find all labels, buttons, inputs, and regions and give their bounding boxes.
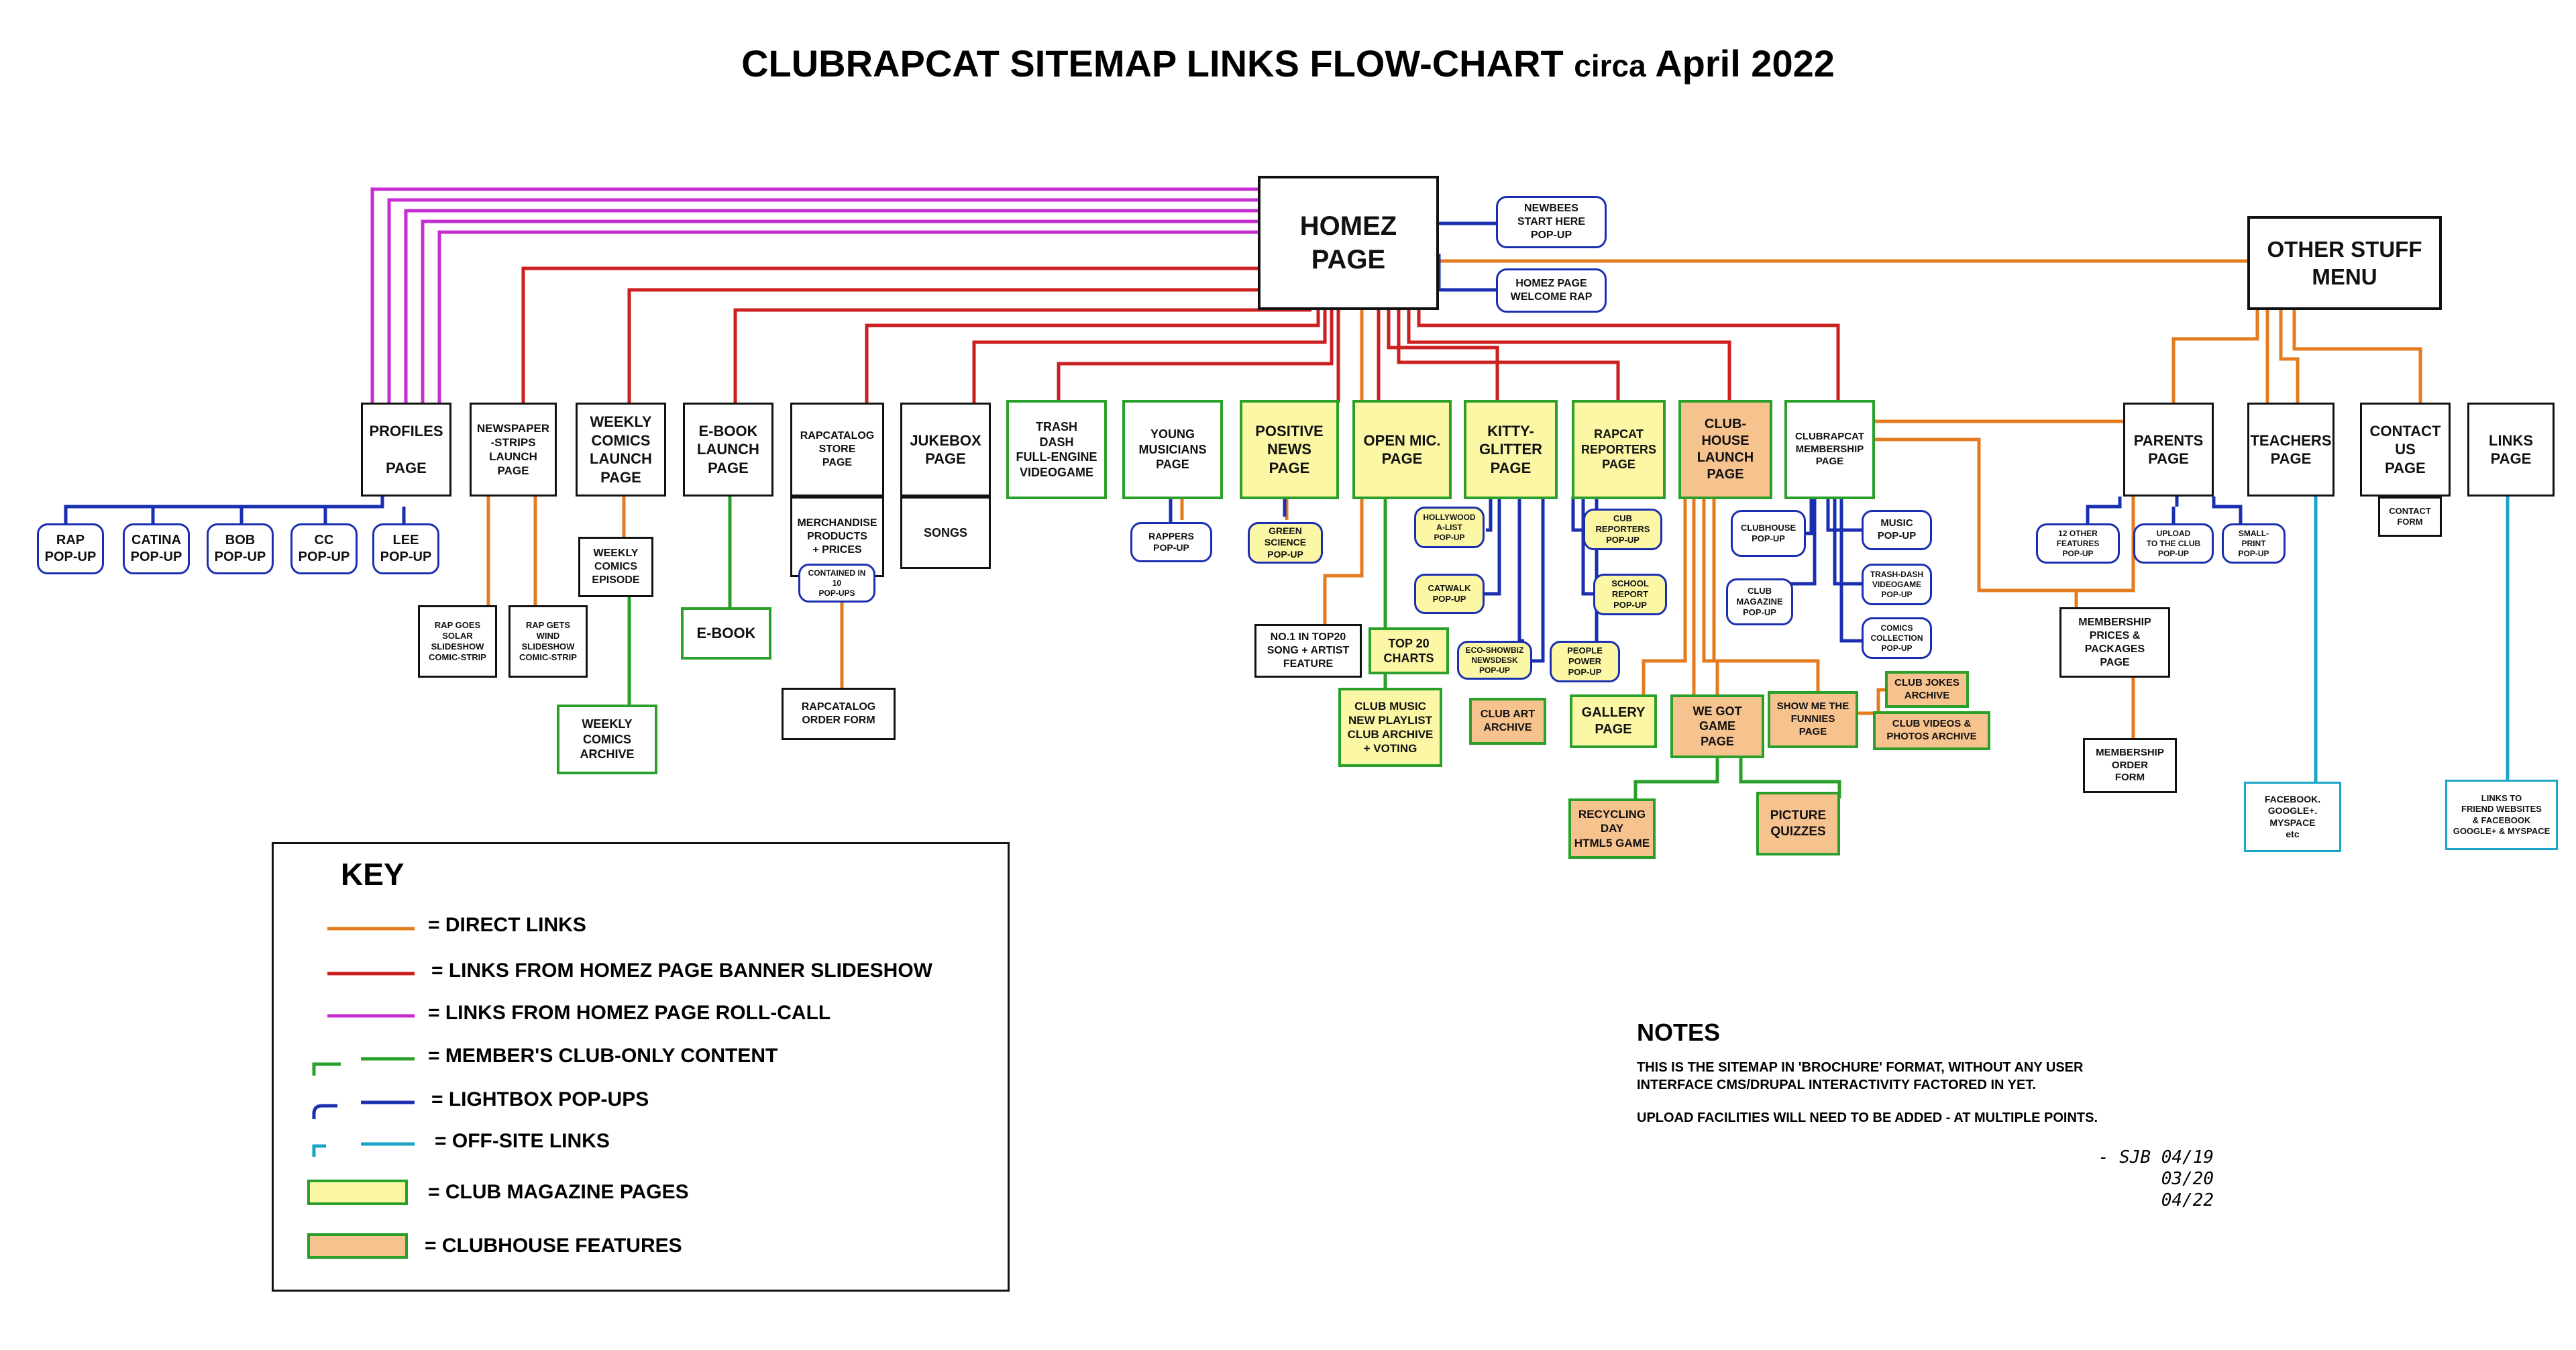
node-weekly-comics-episode[interactable]: WEEKLY COMICS EPISODE — [578, 537, 653, 597]
node-membership-prices[interactable]: MEMBERSHIP PRICES & PACKAGES PAGE — [2059, 607, 2170, 678]
node-open-mic[interactable]: OPEN MIC. PAGE — [1352, 400, 1452, 499]
key-popup-corner — [312, 1104, 337, 1119]
node-weekly-comics-archive[interactable]: WEEKLY COMICS ARCHIVE — [557, 705, 657, 774]
node-rapcatalog-store[interactable]: RAPCATALOG STORE PAGE — [790, 403, 884, 497]
node-catwalk-popup[interactable]: CATWALK POP-UP — [1414, 574, 1485, 614]
node-rap-popup[interactable]: RAP POP-UP — [37, 523, 104, 574]
node-contact-page[interactable]: CONTACT US PAGE — [2360, 403, 2451, 497]
node-clubhouse-popup[interactable]: CLUBHOUSE POP-UP — [1731, 510, 1806, 557]
node-club-music[interactable]: CLUB MUSIC NEW PLAYLIST CLUB ARCHIVE + V… — [1338, 688, 1442, 767]
node-rapcatalog-order-form[interactable]: RAPCATALOG ORDER FORM — [782, 688, 896, 740]
signature-line-2: 03/20 — [2161, 1169, 2214, 1189]
node-ebook[interactable]: E-BOOK — [681, 607, 771, 660]
node-kitty-glitter[interactable]: KITTY- GLITTER PAGE — [1464, 400, 1558, 499]
node-trash-dash[interactable]: TRASH DASH FULL-ENGINE VIDEOGAME — [1006, 400, 1107, 499]
notes-line-2: INTERFACE CMS/DRUPAL INTERACTIVITY FACTO… — [1637, 1078, 2036, 1092]
node-welcome-rap[interactable]: HOMEZ PAGE WELCOME RAP — [1496, 268, 1607, 313]
title-main: CLUBRAPCAT SITEMAP LINKS FLOW-CHART — [741, 42, 1564, 85]
node-ebook-launch[interactable]: E-BOOK LAUNCH PAGE — [683, 403, 773, 497]
node-no1-feature[interactable]: NO.1 IN TOP20 SONG + ARTIST FEATURE — [1254, 624, 1362, 678]
diagram-title: CLUBRAPCAT SITEMAP LINKS FLOW-CHART circ… — [0, 42, 2576, 85]
node-weekly-comics-launch[interactable]: WEEKLY COMICS LAUNCH PAGE — [576, 403, 666, 497]
key-swatches — [312, 927, 415, 1157]
node-club-videos-archive[interactable]: CLUB VIDEOS & PHOTOS ARCHIVE — [1873, 711, 1990, 750]
node-rapcat-reporters[interactable]: RAPCAT REPORTERS PAGE — [1572, 400, 1666, 499]
node-parents-page[interactable]: PARENTS PAGE — [2123, 403, 2214, 497]
node-ecoshowbiz-popup[interactable]: ECO-SHOWBIZ NEWSDESK POP-UP — [1457, 641, 1532, 680]
direct-links — [486, 259, 2422, 738]
node-12-other-features-popup[interactable]: 12 OTHER FEATURES POP-UP — [2036, 523, 2120, 564]
node-links-page[interactable]: LINKS PAGE — [2467, 403, 2555, 497]
node-cub-reporters-popup[interactable]: CUB REPORTERS POP-UP — [1583, 509, 1662, 550]
node-clubhouse-launch[interactable]: CLUB- HOUSE LAUNCH PAGE — [1678, 400, 1772, 499]
title-circa: circa — [1574, 48, 1646, 83]
key-magazine-label: = CLUB MAGAZINE PAGES — [428, 1181, 689, 1203]
node-rap-goes-solar[interactable]: RAP GOES SOLAR SLIDESHOW COMIC-STRIP — [418, 605, 497, 678]
key-member-corner — [312, 1062, 341, 1076]
node-cc-popup[interactable]: CC POP-UP — [290, 523, 358, 574]
node-club-jokes-archive[interactable]: CLUB JOKES ARCHIVE — [1885, 671, 1969, 708]
node-positive-news[interactable]: POSITIVE NEWS PAGE — [1240, 400, 1339, 499]
key-member-label: = MEMBER'S CLUB-ONLY CONTENT — [428, 1045, 778, 1067]
node-school-report-popup[interactable]: SCHOOL REPORT POP-UP — [1593, 574, 1667, 615]
node-hollywood-popup[interactable]: HOLLYWOOD A-LIST POP-UP — [1414, 507, 1485, 548]
notes-line-3: UPLOAD FACILITIES WILL NEED TO BE ADDED … — [1637, 1110, 2098, 1125]
key-title: KEY — [341, 857, 405, 892]
legend-key: KEY = DIRECT LINKS = LINKS FROM HOMEZ PA… — [272, 842, 1010, 1292]
node-recycling-day-game[interactable]: RECYCLING DAY HTML5 GAME — [1568, 798, 1656, 859]
node-songs[interactable]: SONGS — [900, 497, 991, 569]
node-gallery-page[interactable]: GALLERY PAGE — [1570, 694, 1657, 748]
key-offsite-label: = OFF-SITE LINKS — [435, 1130, 610, 1152]
signature-line-3: 04/22 — [2161, 1190, 2214, 1210]
node-music-popup[interactable]: MUSIC POP-UP — [1862, 510, 1932, 550]
node-small-print-popup[interactable]: SMALL- PRINT POP-UP — [2222, 523, 2286, 564]
node-top20-charts[interactable]: TOP 20 CHARTS — [1368, 627, 1449, 674]
node-we-got-game[interactable]: WE GOT GAME PAGE — [1670, 694, 1764, 758]
node-other-stuff-menu[interactable]: OTHER STUFF MENU — [2247, 216, 2442, 310]
node-club-magazine-popup[interactable]: CLUB MAGAZINE POP-UP — [1726, 578, 1793, 625]
title-date: April 2022 — [1655, 42, 1835, 85]
node-comics-collection-popup[interactable]: COMICS COLLECTION POP-UP — [1862, 617, 1932, 659]
node-membership-page[interactable]: CLUBRAPCAT MEMBERSHIP PAGE — [1784, 400, 1875, 499]
node-contact-form[interactable]: CONTACT FORM — [2378, 497, 2442, 537]
node-catina-popup[interactable]: CATINA POP-UP — [123, 523, 190, 574]
node-newbees-popup[interactable]: NEWBEES START HERE POP-UP — [1496, 196, 1607, 248]
node-rappers-popup[interactable]: RAPPERS POP-UP — [1130, 522, 1212, 562]
signature-line-1: - SJB 04/19 — [2098, 1147, 2214, 1167]
node-membership-order-form[interactable]: MEMBERSHIP ORDER FORM — [2083, 738, 2177, 793]
node-bob-popup[interactable]: BOB POP-UP — [207, 523, 274, 574]
key-offsite-corner — [312, 1144, 326, 1157]
banner-links — [521, 266, 1840, 403]
node-lee-popup[interactable]: LEE POP-UP — [372, 523, 439, 574]
notes-title: NOTES — [1637, 1019, 1721, 1046]
key-clubhouse-swatch — [307, 1233, 408, 1259]
node-friend-website-links[interactable]: LINKS TO FRIEND WEBSITES & FACEBOOK GOOG… — [2445, 780, 2558, 850]
node-trashdash-popup[interactable]: TRASH-DASH VIDEOGAME POP-UP — [1862, 564, 1932, 605]
node-jukebox-page[interactable]: JUKEBOX PAGE — [900, 403, 991, 497]
key-popup-label: = LIGHTBOX POP-UPS — [431, 1088, 649, 1110]
notes-line-1: THIS IS THE SITEMAP IN 'BROCHURE' FORMAT… — [1637, 1060, 2084, 1075]
key-banner-label: = LINKS FROM HOMEZ PAGE BANNER SLIDESHOW — [431, 959, 932, 982]
node-club-art-archive[interactable]: CLUB ART ARCHIVE — [1469, 698, 1546, 745]
key-magazine-swatch — [307, 1180, 408, 1205]
key-rollcall-label: = LINKS FROM HOMEZ PAGE ROLL-CALL — [428, 1002, 831, 1024]
key-direct-label: = DIRECT LINKS — [428, 914, 586, 936]
node-homez-page[interactable]: HOMEZ PAGE — [1258, 176, 1439, 310]
node-rap-gets-wind[interactable]: RAP GETS WIND SLIDESHOW COMIC-STRIP — [508, 605, 588, 678]
rollcall-links — [370, 187, 1258, 403]
node-young-musicians[interactable]: YOUNG MUSICIANS PAGE — [1122, 400, 1223, 499]
node-teachers-page[interactable]: TEACHERS PAGE — [2247, 403, 2334, 497]
node-green-science-popup[interactable]: GREEN SCIENCE POP-UP — [1248, 522, 1323, 564]
node-people-power-popup[interactable]: PEOPLE POWER POP-UP — [1550, 641, 1620, 682]
node-facebook-google-myspace[interactable]: FACEBOOK. GOOGLE+. MYSPACE etc — [2244, 782, 2341, 852]
node-newspaper-strips[interactable]: NEWSPAPER -STRIPS LAUNCH PAGE — [470, 403, 557, 497]
node-contained-popups[interactable]: CONTAINED IN 10 POP-UPS — [798, 564, 875, 603]
node-profiles-page[interactable]: PROFILES PAGE — [361, 403, 451, 497]
node-picture-quizzes[interactable]: PICTURE QUIZZES — [1756, 792, 1840, 855]
key-clubhouse-label: = CLUBHOUSE FEATURES — [425, 1235, 682, 1257]
node-funnies-page[interactable]: SHOW ME THE FUNNIES PAGE — [1768, 691, 1858, 748]
node-upload-popup[interactable]: UPLOAD TO THE CLUB POP-UP — [2133, 523, 2214, 564]
offsite-links — [2314, 497, 2510, 788]
